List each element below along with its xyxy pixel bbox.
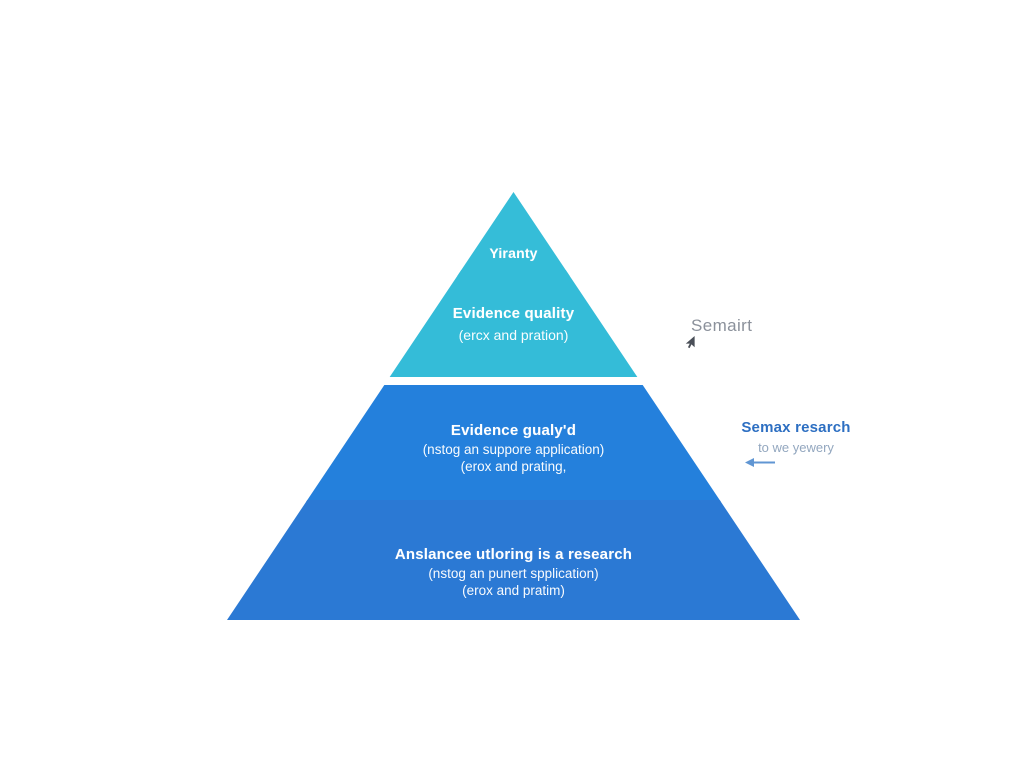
mouse-pointer-icon bbox=[685, 336, 695, 349]
pyramid-tier-4: Anslancee utloring is a research (nstog … bbox=[227, 500, 800, 620]
tier-3-subline-2: (erox and prating, bbox=[460, 458, 567, 474]
tier-4-subline-1: (nstog an punert spplication) bbox=[428, 566, 599, 581]
tier-3-subline-1: (nstog an suppore application) bbox=[422, 441, 605, 457]
side-note: Semax resarch to we yewery bbox=[731, 419, 861, 455]
tier-1-heading: Yiranty bbox=[489, 245, 538, 261]
tier-4-subline-2: (erox and pratim) bbox=[462, 583, 565, 598]
pyramid-tier-1: Yiranty bbox=[227, 192, 800, 276]
side-note-subtitle: to we yewery bbox=[758, 440, 834, 455]
side-note-title: Semax resarch bbox=[741, 419, 851, 436]
annotation-label: Semairt bbox=[691, 316, 753, 335]
arrow-left-icon bbox=[745, 458, 775, 467]
pyramid-tier-3: Evidence gualy'd (nstog an suppore appli… bbox=[227, 385, 800, 502]
pyramid-diagram: Yiranty Evidence quality (ercx and prati… bbox=[227, 192, 800, 620]
tier-4-heading: Anslancee utloring is a research bbox=[394, 546, 633, 563]
tier-3-heading: Evidence gualy'd bbox=[450, 421, 577, 439]
tier-2-subline: (ercx and pration) bbox=[458, 326, 569, 343]
tier-2-heading: Evidence quality bbox=[452, 304, 575, 322]
